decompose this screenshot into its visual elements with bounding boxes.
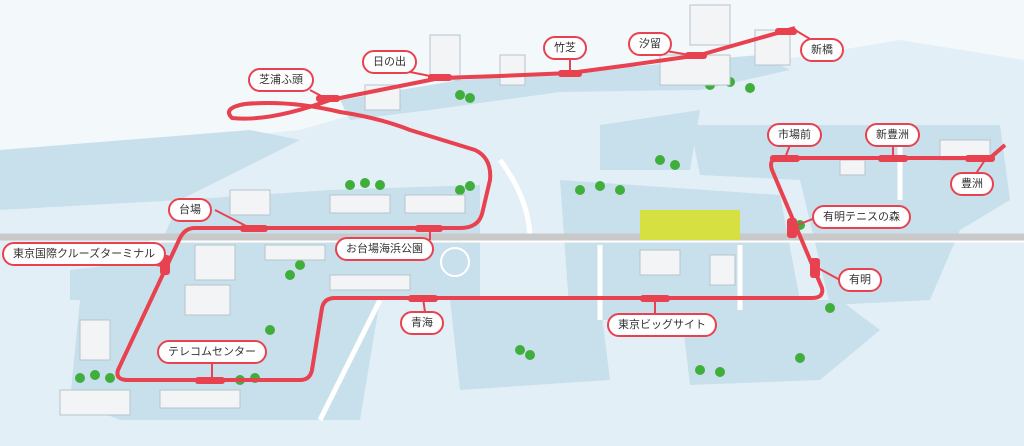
station-label-ariake[interactable]: 有明: [838, 268, 882, 292]
station-label-shimbashi[interactable]: 新橋: [800, 38, 844, 62]
station-label-tokyo-big-sight[interactable]: 東京ビッグサイト: [607, 313, 717, 337]
station-label-takeshiba[interactable]: 竹芝: [543, 36, 587, 60]
buildings: [59, 4, 991, 416]
station-label-shibaura-futo[interactable]: 芝浦ふ頭: [248, 68, 314, 92]
station-label-daiba[interactable]: 台場: [168, 198, 212, 222]
station-label-shin-toyosu[interactable]: 新豊洲: [865, 123, 920, 147]
station-label-toyosu[interactable]: 豊洲: [950, 172, 994, 196]
station-label-shijo-mae[interactable]: 市場前: [767, 123, 822, 147]
station-label-shiodome[interactable]: 汐留: [628, 32, 672, 56]
station-label-ariake-tennis-no-mori[interactable]: 有明テニスの森: [812, 205, 911, 229]
label-leaders: [139, 29, 986, 378]
tennis-courts: [640, 210, 740, 240]
station-label-telecom-center[interactable]: テレコムセンター: [157, 340, 267, 364]
station-label-aomi[interactable]: 青海: [400, 311, 444, 335]
station-label-odaiba-kaihin-koen[interactable]: お台場海浜公園: [335, 237, 434, 261]
station-label-hinode[interactable]: 日の出: [362, 50, 417, 74]
station-label-tokyo-cruise-terminal[interactable]: 東京国際クルーズターミナル: [2, 242, 167, 266]
ferris-wheel: [440, 247, 470, 277]
